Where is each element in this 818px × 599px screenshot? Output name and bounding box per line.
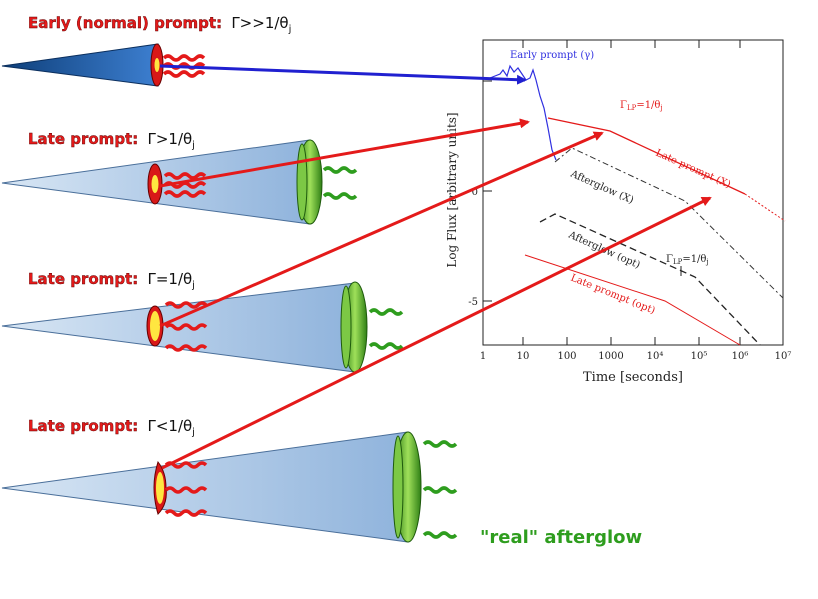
arrow-late-3 <box>161 196 712 470</box>
x-tick-label: 1000 <box>598 351 623 362</box>
y-axis-label: Log Flux [arbitrary units] <box>445 112 459 267</box>
x-tick-label: 10 <box>517 351 530 362</box>
x-tick-labels: 1 10 100 1000 10⁴ 10⁵ 10⁶ 10⁷ <box>480 351 792 362</box>
x-tick-label: 1 <box>480 351 486 362</box>
x-tick-label: 100 <box>557 351 576 362</box>
annot-early-prompt: Early prompt (γ) <box>510 50 594 61</box>
annot-gamma-mid: ΓLP=1/θj <box>666 254 709 266</box>
late-prompt-x-curve <box>547 117 746 195</box>
x-tick-label: 10⁵ <box>691 351 708 362</box>
label-late-prompt-1: Late prompt: Γ>1/θj <box>28 130 195 151</box>
late-prompt-opt-curve <box>524 254 741 346</box>
cone-late-3 <box>1 431 458 543</box>
label-early-prompt: Early (normal) prompt: Γ>>1/θj <box>28 14 291 35</box>
label-late-prompt-3: Late prompt: Γ<1/θj <box>28 417 195 438</box>
arrow-early <box>159 64 527 85</box>
y-tick-labels: 0 -5 <box>468 187 478 308</box>
label-late-prompt-2: Late prompt: Γ=1/θj <box>28 270 195 291</box>
arrow-late-2 <box>159 131 604 328</box>
plot-ticks <box>483 40 741 345</box>
cone-late-2 <box>1 281 404 373</box>
cone-early <box>1 43 206 87</box>
x-tick-label: 10⁶ <box>732 351 749 362</box>
x-axis-label: Time [seconds] <box>583 370 683 385</box>
late-prompt-x-tail <box>744 193 786 222</box>
arrow-late-1 <box>159 118 530 188</box>
y-tick-label: -5 <box>468 297 478 308</box>
afterglow-opt-curve <box>539 213 761 346</box>
y-tick-label: 0 <box>472 187 478 198</box>
x-tick-label: 10⁴ <box>647 351 664 362</box>
x-tick-label: 10⁷ <box>775 351 792 362</box>
label-real-afterglow: "real" afterglow <box>480 527 642 548</box>
flux-plot: 1 10 100 1000 10⁴ 10⁵ 10⁶ 10⁷ 0 -5 Time … <box>445 39 792 385</box>
annot-gamma-top: ΓLP=1/θj <box>620 100 663 112</box>
afterglow-x-curve <box>554 147 784 299</box>
